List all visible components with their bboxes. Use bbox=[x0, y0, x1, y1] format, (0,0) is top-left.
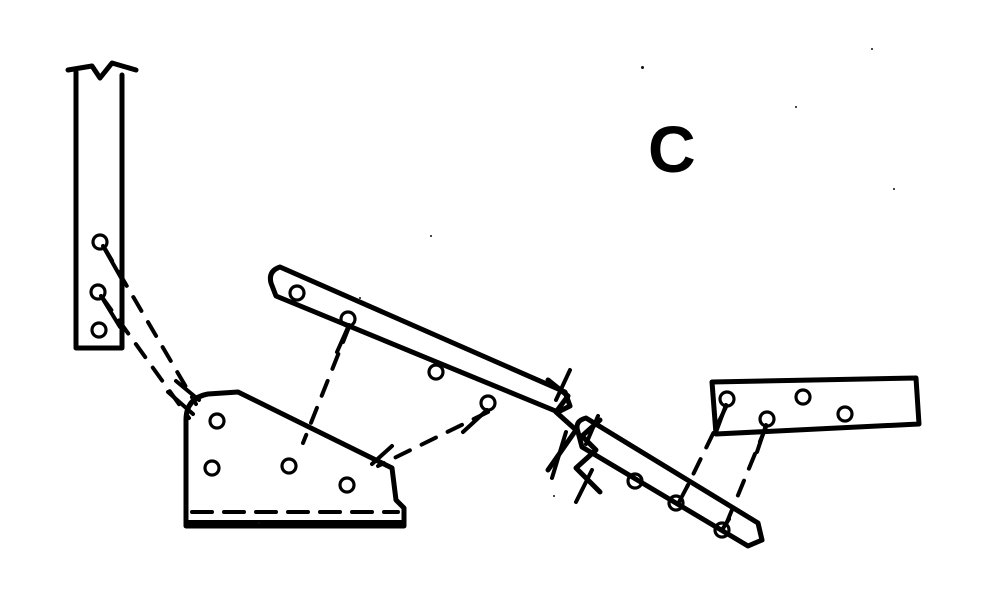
vertical-strap-hole bbox=[89, 283, 107, 301]
lower-strap-break-tick-icon bbox=[574, 468, 594, 504]
leader-stub bbox=[370, 444, 394, 466]
leader-stub bbox=[174, 379, 201, 402]
figure-label: C bbox=[648, 112, 696, 186]
upper-strap-hole bbox=[427, 363, 445, 381]
lower-perforated-diagonal-strap bbox=[573, 414, 765, 549]
scan-speck bbox=[641, 66, 644, 69]
leader-line bbox=[376, 410, 490, 468]
right-bar-outline bbox=[709, 375, 922, 437]
lower-strap-hole bbox=[713, 521, 731, 539]
scan-speck bbox=[893, 188, 895, 190]
leader-line bbox=[102, 245, 198, 406]
upper-strap-outline bbox=[267, 264, 573, 415]
leader-line bbox=[301, 325, 351, 445]
scan-speck bbox=[553, 495, 555, 497]
upper-strap-break-icon bbox=[545, 377, 579, 473]
vertical-strap-outline bbox=[73, 69, 125, 351]
right-bar-hole bbox=[836, 405, 854, 423]
gusset-bracket-hole bbox=[203, 459, 221, 477]
upper-strap-hole bbox=[288, 284, 306, 302]
scan-speck bbox=[258, 522, 260, 524]
upper-strap-break-tick-icon bbox=[550, 430, 568, 480]
leader-line bbox=[685, 405, 728, 489]
gusset-bracket-outline bbox=[183, 389, 407, 529]
vertical-strap-hole bbox=[90, 321, 108, 339]
scan-speck bbox=[871, 48, 873, 50]
angled-gusset-bracket bbox=[183, 389, 407, 529]
lower-strap-hole bbox=[626, 472, 644, 490]
upper-strap-hole bbox=[479, 394, 497, 412]
vertical-perforated-strap bbox=[65, 60, 139, 351]
leader-line bbox=[100, 295, 191, 420]
vertical-strap-hole bbox=[91, 233, 109, 251]
gusset-bracket-hole bbox=[280, 457, 298, 475]
lower-strap-break-tick-icon bbox=[584, 414, 600, 446]
scan-speck bbox=[359, 297, 361, 299]
right-horizontal-perforated-bar bbox=[709, 375, 922, 437]
scan-speck bbox=[430, 235, 432, 237]
right-bar-hole bbox=[794, 388, 812, 406]
lower-strap-break-icon bbox=[573, 417, 603, 495]
scan-speck bbox=[795, 106, 797, 108]
gusset-bracket-hole bbox=[208, 412, 226, 430]
gusset-bracket-hole bbox=[338, 476, 356, 494]
dashed-leader-lines bbox=[100, 245, 768, 524]
leader-stub-segments bbox=[99, 244, 768, 532]
upper-strap-break-tick-icon bbox=[554, 368, 572, 402]
vertical-strap-top-break-icon bbox=[65, 60, 139, 81]
upper-perforated-diagonal-strap bbox=[267, 264, 579, 480]
lower-strap-outline bbox=[574, 415, 765, 549]
lower-strap-hole bbox=[667, 494, 685, 512]
leader-line bbox=[725, 425, 768, 524]
